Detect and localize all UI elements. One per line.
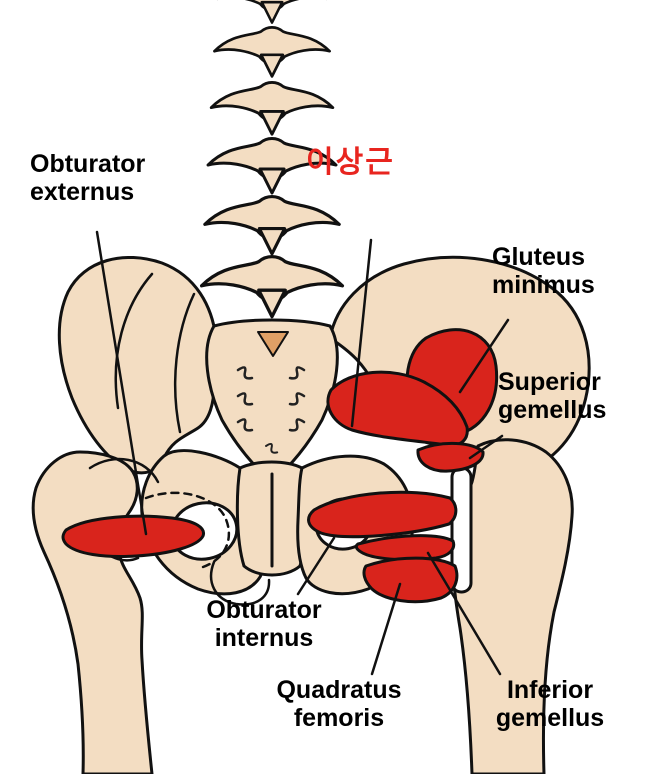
- left-ilium-bone: [57, 255, 218, 475]
- piriformis-muscle: [326, 370, 469, 447]
- label-obturator-externus: Obturator externus: [30, 150, 146, 206]
- leader-gluteus-minimus: [458, 318, 510, 394]
- muscles-layer: [61, 328, 499, 604]
- label-obturator-internus: Obturator internus: [206, 596, 322, 652]
- leader-lines: [95, 230, 510, 676]
- ischial-tuberosity-outline: [209, 560, 271, 606]
- label-gluteus-minimus: Gluteus minimus: [492, 243, 595, 299]
- leader-inferior-gemellus: [426, 551, 502, 676]
- leader-superior-gemellus: [468, 434, 504, 460]
- left-femur-bone: [31, 450, 154, 774]
- leader-piriformis: [350, 238, 373, 428]
- label-superior-gemellus: Superior gemellus: [498, 368, 607, 424]
- label-piriformis-korean: 이상근: [306, 146, 395, 179]
- label-quadratus-femoris: Quadratus femoris: [276, 676, 402, 732]
- leader-obturator-externus: [95, 230, 148, 536]
- sacral-hiatus-patch: [257, 331, 289, 357]
- leader-quadratus-femoris: [370, 582, 402, 676]
- leader-obturator-internus: [296, 536, 336, 596]
- label-inferior-gemellus: Inferior gemellus: [495, 676, 605, 732]
- sacrum-bone: [205, 318, 339, 484]
- quadratus-femoris-muscle: [362, 556, 459, 604]
- superior-gemellus-muscle: [416, 441, 485, 473]
- hidden-structure-dashed-line: [144, 491, 231, 569]
- obturator-internus-muscle: [307, 490, 458, 539]
